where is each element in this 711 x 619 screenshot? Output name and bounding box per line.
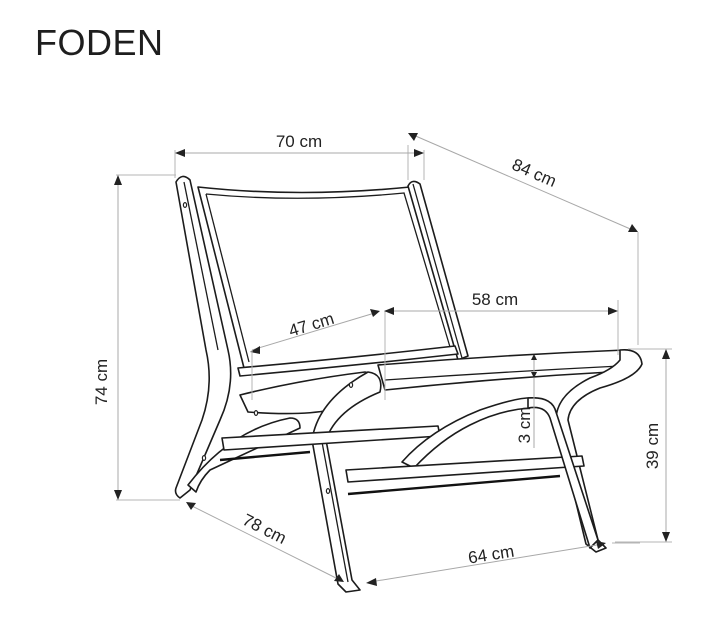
product-title: FODEN <box>35 22 164 63</box>
dim-seat-thickness: 3 cm <box>515 407 534 444</box>
dim-seat-width: 58 cm <box>472 290 518 309</box>
dim-seat-height: 39 cm <box>643 423 662 469</box>
dim-width-bottom: 64 cm <box>467 542 516 568</box>
dim-height: 74 cm <box>92 359 111 405</box>
dim-width-top: 70 cm <box>276 132 322 151</box>
chair-drawing <box>174 175 643 593</box>
dim-depth-top: 84 cm <box>509 155 559 191</box>
